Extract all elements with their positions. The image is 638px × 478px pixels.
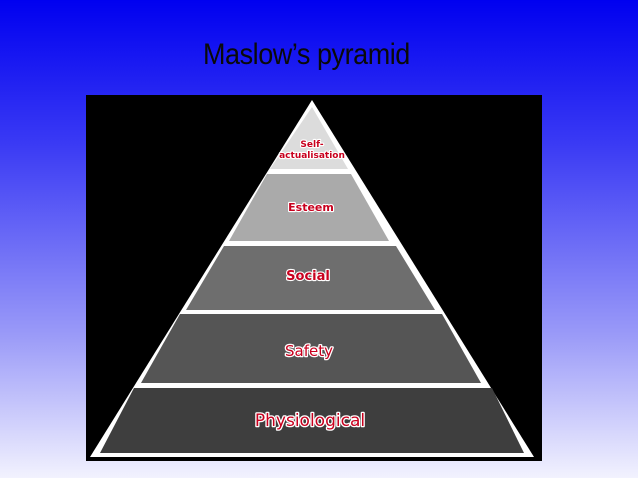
tier-safety xyxy=(141,314,481,383)
pyramid-diagram: Self- actualisation Esteem Social Safety… xyxy=(86,95,542,461)
label-physiological: Physiological xyxy=(255,411,365,431)
slide-title: Maslow’s pyramid xyxy=(203,38,410,71)
tier-esteem xyxy=(229,174,389,241)
label-social: Social xyxy=(286,269,330,284)
label-safety: Safety xyxy=(285,342,333,360)
pyramid-svg: Self- actualisation Esteem Social Safety… xyxy=(90,100,534,457)
label-esteem: Esteem xyxy=(288,201,334,214)
tier-physiological xyxy=(100,388,524,453)
tier-social xyxy=(186,246,435,310)
tier-self-actualisation xyxy=(270,107,348,169)
label-self-actualisation-line1: Self- xyxy=(300,140,323,150)
label-self-actualisation-line2: actualisation xyxy=(279,151,345,161)
